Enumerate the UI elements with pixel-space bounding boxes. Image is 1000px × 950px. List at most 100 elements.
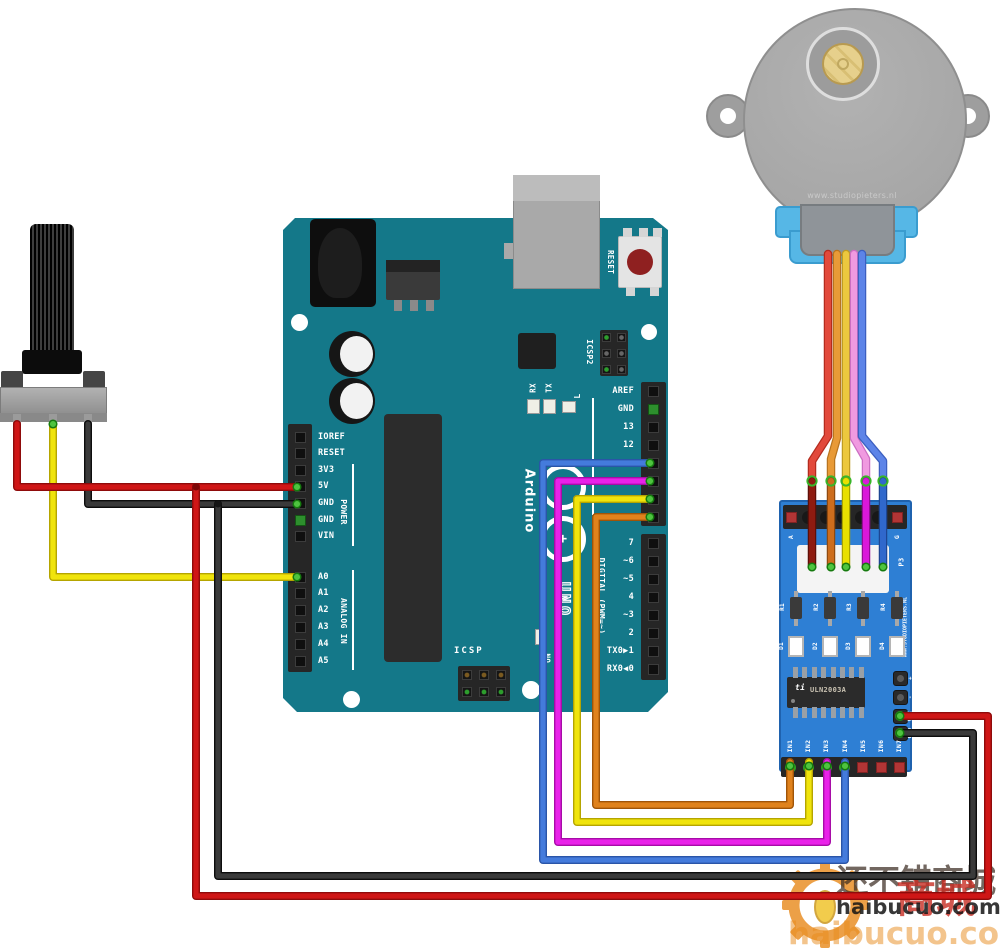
chip-pin1-dot [791,699,795,703]
chip-pin [840,707,845,718]
wire-connection-dot [825,475,837,487]
chip-pin [811,707,817,718]
header-pin [647,475,659,487]
pin-label-analog: A2 [318,605,329,616]
icsp2-pin [601,348,611,358]
motor-site-label: www.studiopieters.nl [807,191,897,200]
wire-motor-pink-edge [849,249,871,486]
watermark-url-faint: haibucuo.com [788,916,1000,950]
driver-pad [837,510,850,524]
on-led-label: ON [543,653,553,663]
chip-pin [802,707,808,718]
wire-pot-gnd-edge [84,420,301,508]
header-pin [294,655,306,667]
motor-shaft [822,43,864,85]
silk-line [352,464,354,546]
wire-motor-orange-edge [826,249,842,486]
silk-line [352,570,354,670]
driver-right-pin-ring [895,711,905,721]
driver-in-pin [820,761,832,773]
capacitor-top [340,336,373,372]
pin-label-digital: 13 [623,421,634,432]
header-pin [647,511,659,523]
icsp-pin [462,687,472,697]
reset-button-cap[interactable] [627,249,653,275]
header-pin [647,645,659,657]
driver-pad [802,510,815,524]
driver-pad [819,510,833,524]
driver-right-pin-ring [895,728,905,738]
resistor-leg [827,619,832,626]
pin-label-analog: A1 [318,588,329,599]
reset-button-leg [626,287,635,296]
wire-motor-red [809,251,831,484]
wire-connection-dot [840,475,852,487]
header-pin [647,439,659,451]
motor-housing-tab [800,204,895,256]
driver-right-pin-label: VCC [907,710,914,722]
resistor [790,597,802,619]
pin-label-power: 3V3 [318,464,335,475]
wire-pot-gnd [85,421,300,507]
wire-connection-dot [192,483,200,491]
led-label: D3 [845,642,852,650]
header-pin [294,638,306,650]
header-pin [647,609,659,621]
on-led [535,629,546,645]
pin-label-power: RESET [318,448,346,459]
header-pin [294,481,306,493]
header-pin [647,663,659,675]
reset-button-leg [639,228,648,237]
chip-pin [821,667,827,678]
capacitor-top [340,383,373,419]
wire-connection-dot [877,475,889,487]
driver-pin-red [785,511,797,523]
resistor-label: R3 [846,603,853,611]
wire-motor-orange [828,251,840,484]
regulator-leg [394,300,402,311]
pin-label-analog: A4 [318,638,329,649]
crystal-chip [518,333,556,369]
driver-in-pin [839,761,851,773]
chip-pin [840,667,845,678]
header-pin [294,588,306,600]
reset-button-leg [650,287,659,296]
header-pin [294,531,306,543]
led [788,636,804,657]
header-pin [294,621,306,633]
driver-pin-g-label: G [892,534,901,540]
wire-connection-dot [860,475,872,487]
tx-led [543,399,556,414]
wire-connection-dot [806,475,818,487]
pin-label-digital: ~5 [623,573,634,584]
driver-in-pin [893,761,905,773]
driver-in-pin-label: IN7 [894,739,903,753]
chip-pin [858,707,864,718]
driver-in-pin-label: IN5 [858,739,867,753]
chip-pin [858,667,864,678]
wire-connection-dot [214,500,222,508]
resistor-label: R2 [812,603,820,611]
arduino-logo-icon [540,464,586,510]
led [888,636,905,657]
icsp-pin [462,670,472,680]
chip-pin [821,707,827,718]
uln2003-label: ULN2003A [810,686,847,694]
wire-motor-blue [859,251,886,484]
header-pin [647,591,659,603]
pin-label-power: 5V [318,481,329,492]
rx-led [527,399,540,414]
pin-label-digital: 4 [628,591,634,602]
driver-pin-a-label: A [786,534,795,540]
driver-in-pin-label: IN4 [840,739,849,753]
resistor [890,597,903,619]
pin-label-analog: A0 [318,571,329,582]
reset-button-label: RESET [605,249,615,275]
resistor-label: R4 [879,603,887,611]
icsp-label: ICSP [454,646,484,656]
driver-right-pin-label: + [907,676,914,680]
driver-right-pin-hole [896,693,904,701]
icsp2-label: ICSP2 [585,339,594,365]
resistor-leg [794,619,798,626]
chip-pin [830,667,836,678]
